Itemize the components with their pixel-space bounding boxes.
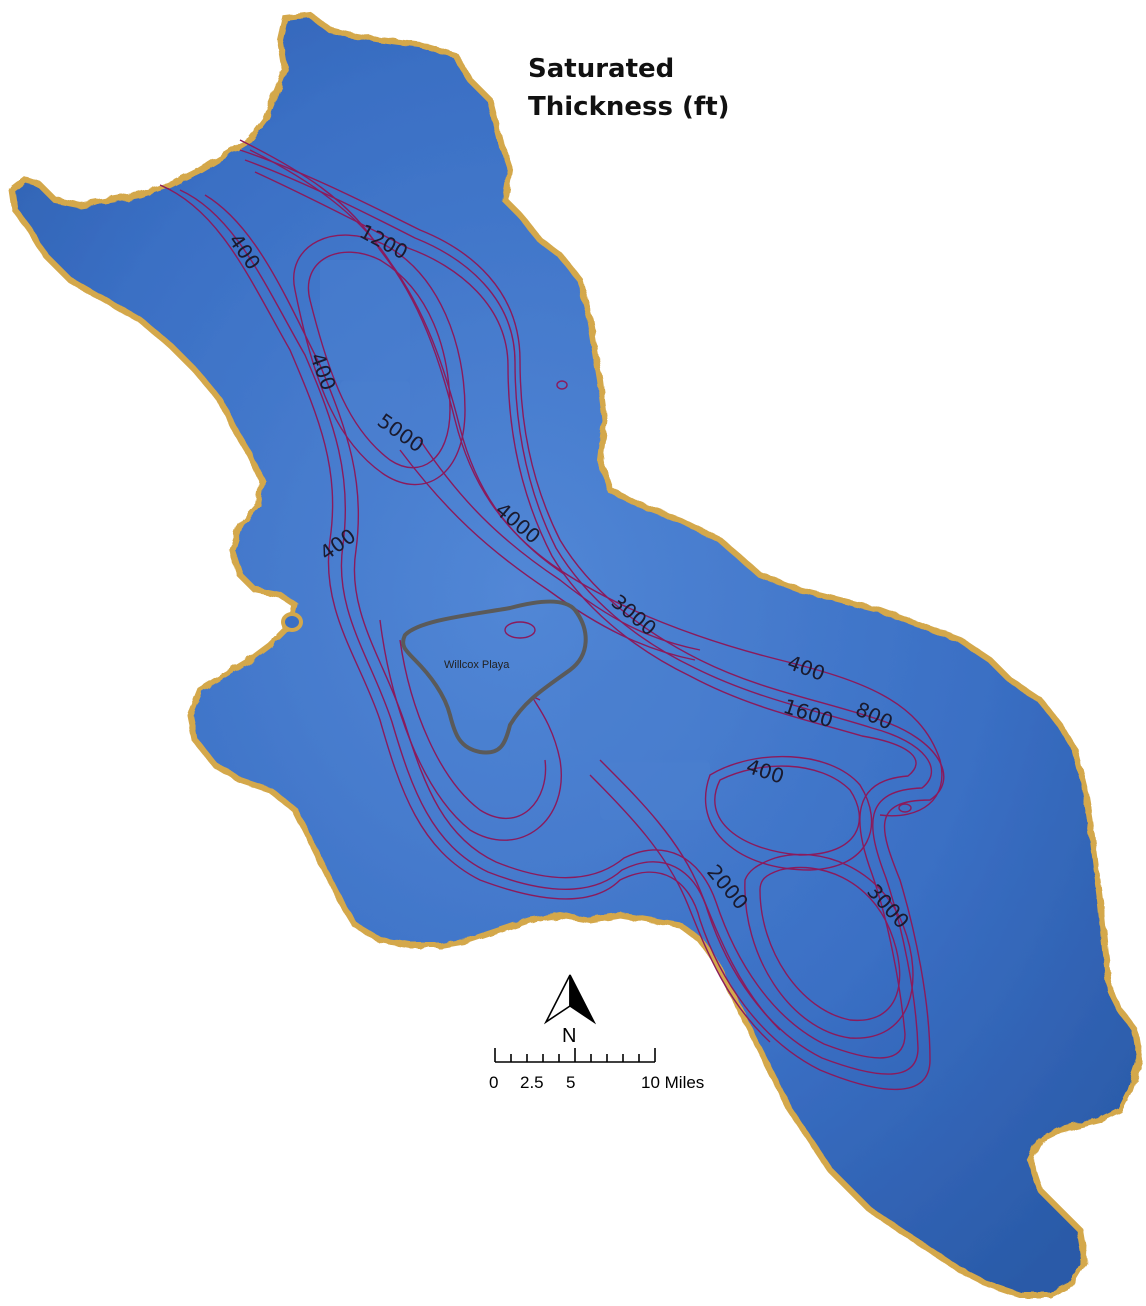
map-title: Saturated Thickness (ft) — [528, 50, 730, 126]
map-title-line1: Saturated — [528, 54, 675, 84]
scale-label-5: 5 — [566, 1073, 575, 1092]
playa-label: Willcox Playa — [444, 659, 510, 671]
north-label: N — [562, 1025, 576, 1047]
boundary-fragment — [281, 612, 303, 632]
scale-label-10-miles: 10 Miles — [641, 1073, 704, 1092]
scale-label-0: 0 — [489, 1073, 498, 1092]
field-texture — [320, 260, 710, 820]
contour-lines — [159, 139, 945, 1091]
willcox-playa-outline — [401, 599, 588, 755]
map-title-line2: Thickness (ft) — [528, 92, 730, 122]
scale-label-2-5: 2.5 — [520, 1073, 544, 1092]
north-arrow-icon: N — [543, 974, 597, 1047]
basin-boundary — [8, 11, 1144, 1298]
scale-bar — [494, 1048, 656, 1063]
